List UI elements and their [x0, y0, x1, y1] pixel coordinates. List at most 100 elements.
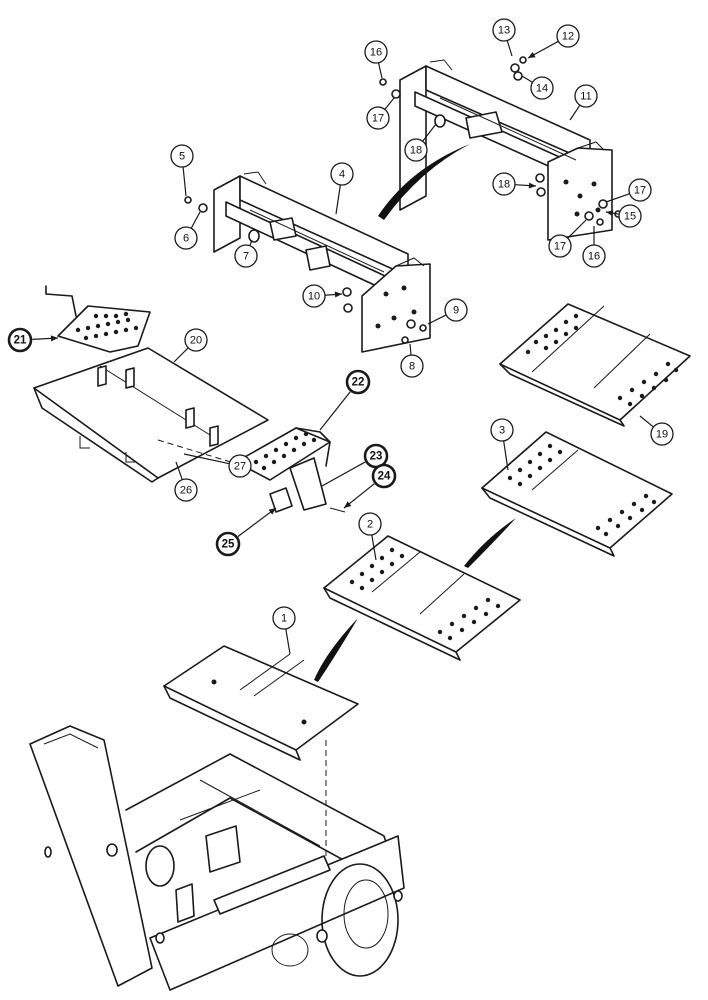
leader-line-27 — [183, 453, 230, 465]
callout-circle — [650, 422, 674, 446]
leader-line-8 — [409, 343, 412, 356]
leader-arrowhead — [268, 508, 276, 515]
leader-arrowhead — [528, 51, 536, 58]
callout-25: 25 — [215, 531, 241, 557]
callout-12: 12 — [556, 24, 580, 48]
callout-circle — [548, 234, 572, 258]
callout-number: 14 — [536, 83, 548, 95]
callout-circle — [364, 40, 388, 64]
callout-circle — [492, 18, 516, 42]
callout-number: 16 — [588, 251, 600, 263]
callout-number: 13 — [498, 25, 510, 37]
callout-circle — [234, 244, 258, 268]
leader-line-16 — [377, 62, 383, 79]
callout-1: 1 — [272, 606, 296, 630]
callout-number: 3 — [499, 425, 505, 437]
callout-21: 21 — [7, 327, 33, 353]
callout-18: 18 — [404, 138, 428, 162]
callout-circle — [174, 478, 198, 502]
callout-number: 27 — [234, 461, 246, 473]
leader-arrowhead — [50, 335, 58, 342]
callout-number: 5 — [179, 151, 185, 163]
callout-number: 22 — [352, 377, 365, 389]
callout-circle — [574, 84, 598, 108]
callout-circle — [358, 512, 382, 536]
callout-10: 10 — [302, 284, 326, 308]
leader-line-1 — [285, 628, 291, 655]
callout-labels: 1234567891011121314151616171717181819202… — [7, 18, 674, 630]
leader-arrowhead — [528, 182, 536, 189]
callout-number: 18 — [498, 179, 510, 191]
callout-6: 6 — [174, 226, 198, 250]
callout-circle — [400, 354, 424, 378]
part-2-step — [323, 535, 521, 661]
callout-circle — [302, 284, 326, 308]
callout-number: 4 — [339, 169, 345, 181]
callout-circle — [184, 328, 208, 352]
callout-23: 23 — [363, 443, 389, 469]
callout-circle — [490, 418, 514, 442]
callout-number: 12 — [562, 31, 574, 43]
callout-number: 10 — [308, 291, 320, 303]
leader-line-17 — [567, 219, 587, 239]
callout-24: 24 — [371, 463, 397, 489]
callout-number: 18 — [410, 145, 422, 157]
part-19-step — [499, 303, 691, 427]
callout-17: 17 — [548, 234, 572, 258]
part-2-perforations — [349, 547, 501, 641]
callout-7: 7 — [234, 244, 258, 268]
callout-circle — [366, 106, 390, 130]
leader-line-23 — [321, 461, 366, 487]
callout-11: 11 — [574, 84, 598, 108]
leader-arrowhead — [606, 210, 614, 217]
callout-circle — [174, 226, 198, 250]
callout-circle — [404, 138, 428, 162]
callout-number: 16 — [370, 47, 382, 59]
callout-18: 18 — [492, 172, 516, 196]
leader-line-26 — [175, 461, 183, 480]
callout-circle — [345, 369, 371, 395]
leader-line-13 — [506, 40, 513, 57]
callout-14: 14 — [530, 76, 554, 100]
leader-line-22 — [319, 391, 351, 431]
callout-number: 11 — [580, 91, 591, 103]
callout-27: 27 — [228, 454, 252, 478]
callout-16: 16 — [364, 40, 388, 64]
callout-number: 24 — [378, 471, 391, 483]
callout-circle — [371, 463, 397, 489]
part-21-step — [45, 285, 151, 353]
callout-circle — [330, 162, 354, 186]
callout-9: 9 — [444, 298, 468, 322]
callout-22: 22 — [345, 369, 371, 395]
leader-line-6 — [190, 211, 201, 229]
callout-circle — [492, 172, 516, 196]
leader-line-19 — [639, 415, 654, 428]
leader-line-4 — [335, 184, 341, 215]
callout-15: 15 — [618, 204, 642, 228]
part-3-step — [481, 431, 673, 557]
callout-number: 21 — [14, 335, 27, 347]
callout-circle — [170, 144, 194, 168]
callout-circle — [618, 204, 642, 228]
callout-3: 3 — [490, 418, 514, 442]
callout-number: 7 — [243, 251, 249, 263]
leader-line-11 — [569, 104, 581, 121]
leader-line-2 — [371, 534, 377, 561]
callout-number: 17 — [554, 241, 566, 253]
leader-arrowhead — [344, 501, 352, 508]
part-1-plate — [163, 645, 359, 862]
callout-circle — [628, 178, 652, 202]
callout-17: 17 — [366, 106, 390, 130]
callout-number: 6 — [183, 233, 189, 245]
leader-line-9 — [427, 314, 447, 325]
callout-circle — [272, 606, 296, 630]
part-19-perforations — [525, 313, 679, 407]
leader-line-7 — [249, 239, 253, 246]
callout-number: 25 — [222, 539, 235, 551]
callout-number: 20 — [190, 335, 202, 347]
callout-13: 13 — [492, 18, 516, 42]
callout-number: 1 — [281, 613, 287, 625]
callout-number: 17 — [372, 113, 384, 125]
callout-circle — [444, 298, 468, 322]
